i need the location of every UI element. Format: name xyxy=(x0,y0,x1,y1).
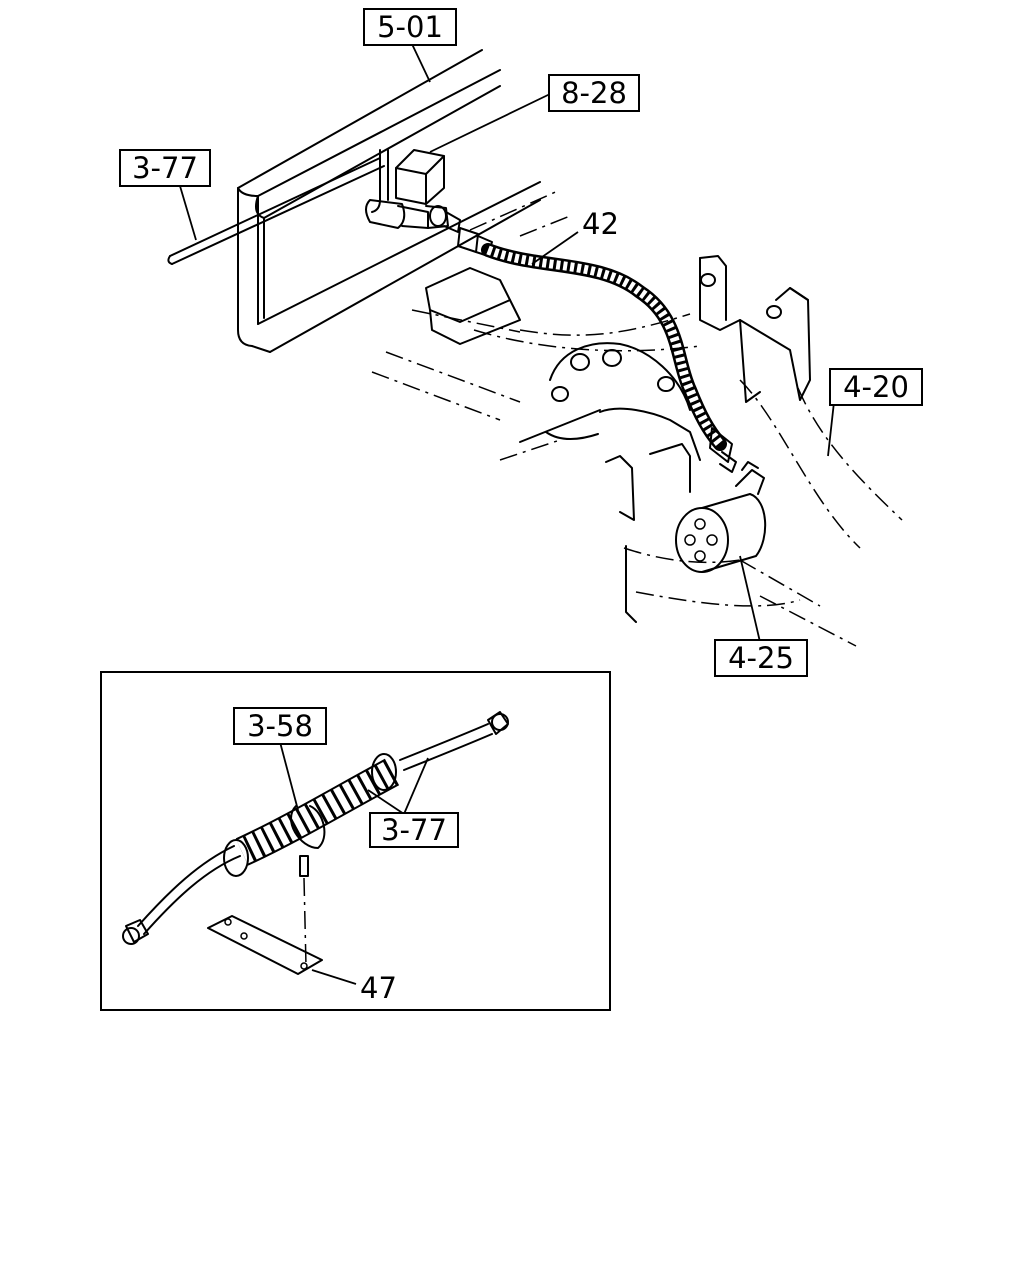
valve-assembly xyxy=(365,149,461,233)
ref-8-28-label: 8-28 xyxy=(561,76,627,110)
inset-tube xyxy=(122,711,509,945)
ref-5-01[interactable]: 5-01 xyxy=(363,8,457,83)
part-47[interactable]: 47 xyxy=(311,969,397,1005)
brake-hub xyxy=(425,267,701,623)
ref-3-77-top-label: 3-77 xyxy=(132,151,198,185)
ref-8-28[interactable]: 8-28 xyxy=(429,74,640,153)
ref-4-25[interactable]: 4-25 xyxy=(714,555,808,677)
air-cylinder xyxy=(675,461,767,573)
part-47-label: 47 xyxy=(360,971,397,1005)
ref-3-77-inset[interactable]: 3-77 xyxy=(367,757,459,848)
ref-4-20-label: 4-20 xyxy=(843,370,909,404)
axle-housing-phantom xyxy=(371,189,903,647)
ref-3-77-inset-label: 3-77 xyxy=(381,813,447,847)
ref-5-01-label: 5-01 xyxy=(377,10,443,44)
air-line-top xyxy=(167,157,385,265)
part-42-label: 42 xyxy=(582,207,619,241)
ref-4-25-label: 4-25 xyxy=(728,641,794,675)
ref-3-58-label: 3-58 xyxy=(247,709,313,743)
inset-sleeve xyxy=(223,753,400,877)
flex-hose-42 xyxy=(457,227,737,473)
detail-inset: 3-58 3-77 47 xyxy=(100,671,611,1011)
ref-4-20[interactable]: 4-20 xyxy=(827,368,923,457)
part-42[interactable]: 42 xyxy=(531,207,619,265)
ref-3-58[interactable]: 3-58 xyxy=(233,707,327,811)
ref-3-77-top[interactable]: 3-77 xyxy=(119,149,211,241)
suspension-bracket xyxy=(699,255,811,403)
frame-rail xyxy=(237,49,541,353)
inset-bracket xyxy=(207,915,323,975)
